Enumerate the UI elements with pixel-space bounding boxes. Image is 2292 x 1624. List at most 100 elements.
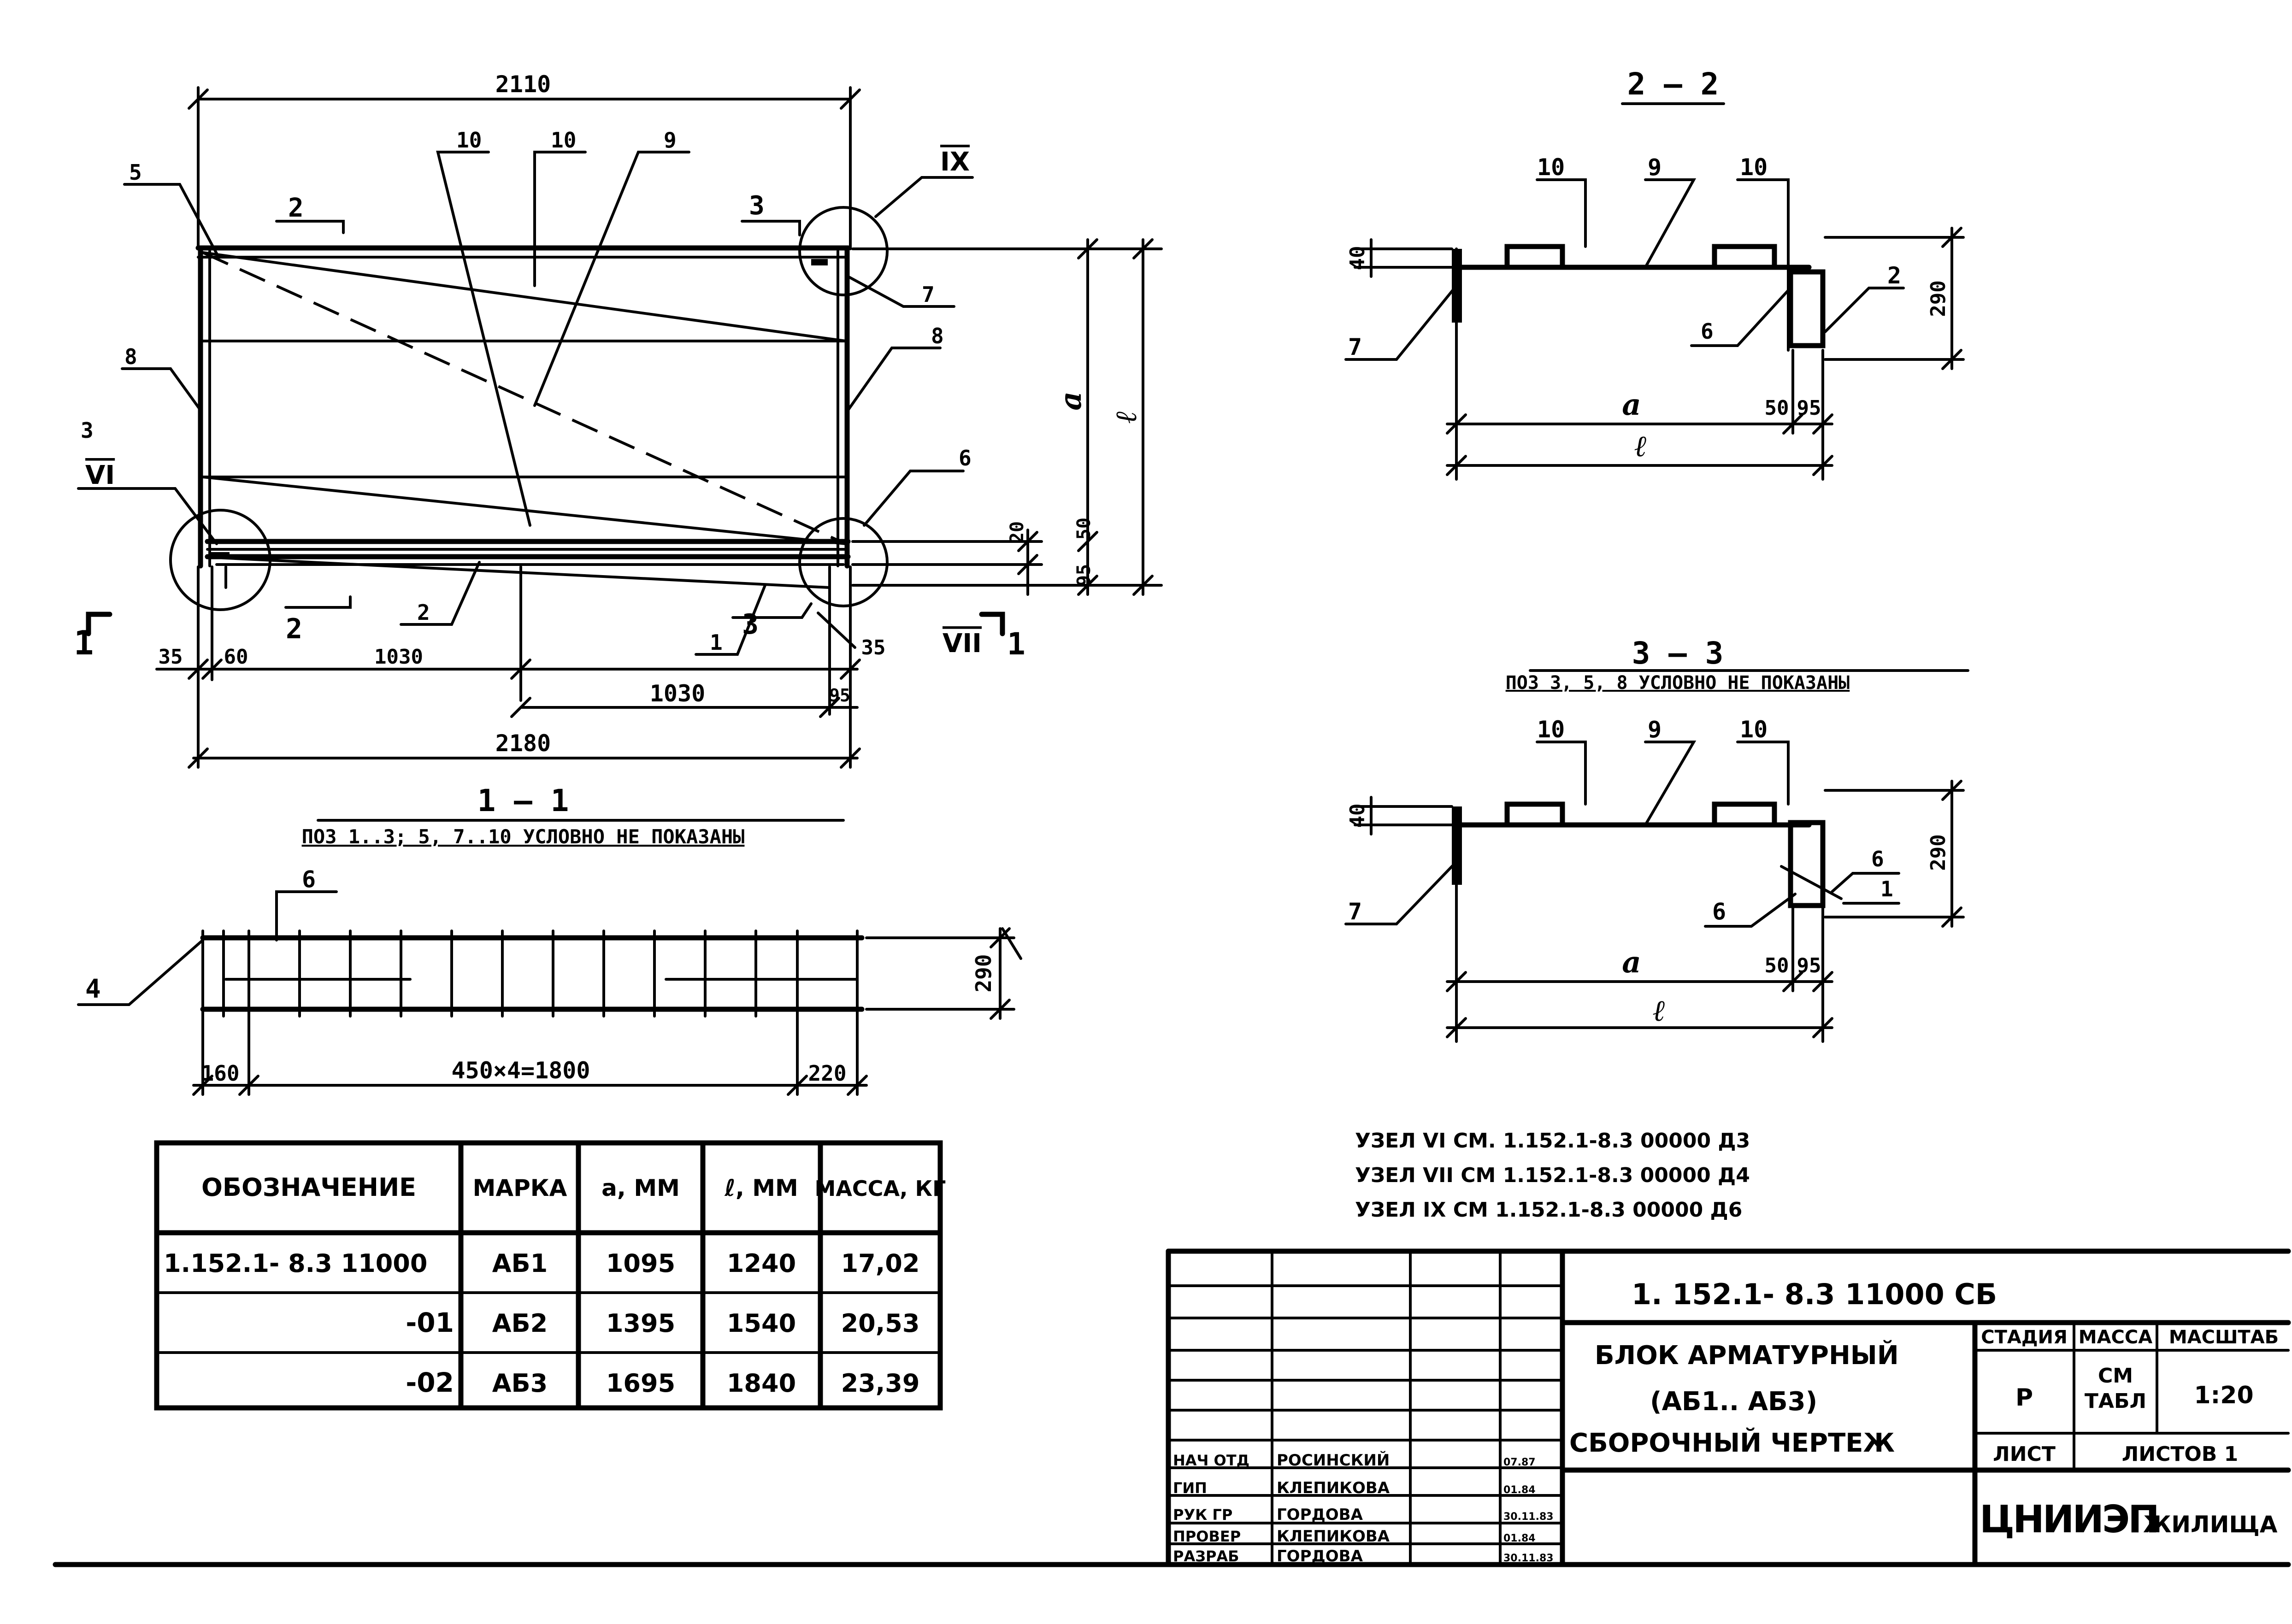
section-3-3-pos-6b: 6	[1712, 898, 1726, 925]
spec-r2-mark: АБ2	[492, 1309, 548, 1338]
dim-35-left: 35	[159, 645, 183, 669]
dim-35-right: 35	[861, 636, 886, 659]
pos-2-top: 2	[288, 193, 304, 223]
section-1-1-dim-160: 160	[201, 1061, 239, 1086]
spec-r3-mark: АБ3	[492, 1369, 548, 1398]
spec-header-l: ℓ, ММ	[724, 1175, 798, 1201]
section-2-2-title: 2 — 2	[1627, 66, 1719, 102]
spec-r2-mass: 20,53	[841, 1309, 920, 1338]
section-3-3-label-l: ℓ	[1653, 994, 1665, 1028]
org-logo: ЦНИИЭП	[1980, 1498, 2158, 1542]
plan-view: 2110 2180 1030 1030 35 60 35 95 20 50 95…	[74, 71, 1163, 769]
section-1-1-note: ПОЗ 1..3; 5, 7..10 УСЛОВНО НЕ ПОКАЗАНЫ	[302, 825, 745, 848]
section-1-1-dim-220: 220	[808, 1061, 846, 1086]
pos-2-bottom: 2	[417, 600, 430, 625]
staff-date: 30.11.83	[1503, 1553, 1554, 1564]
staff-date: 07.87	[1503, 1457, 1536, 1468]
cut-1-left: 1	[74, 624, 94, 662]
pos-10-a: 10	[456, 128, 482, 153]
pos-9: 9	[664, 128, 677, 153]
section-2-2-pos-2: 2	[1887, 262, 1901, 289]
label-l: ℓ	[1109, 411, 1143, 423]
spec-r3-l: 1840	[727, 1369, 796, 1398]
staff-role: РУК ГР	[1173, 1506, 1232, 1524]
node-vi: VI	[85, 460, 115, 490]
stage-value: Р	[2015, 1384, 2033, 1412]
drawing-name-2: (АБ1.. АБ3)	[1650, 1387, 1817, 1417]
staff-date: 01.84	[1503, 1533, 1536, 1544]
org-suffix: ЖИЛИЩА	[2143, 1511, 2278, 1538]
section-3-3-note: ПОЗ 3, 5, 8 УСЛОВНО НЕ ПОКАЗАНЫ	[1506, 672, 1850, 694]
dim-2180: 2180	[495, 730, 551, 757]
section-3-3: 3 — 3 ПОЗ 3, 5, 8 УСЛОВНО НЕ ПОКАЗАНЫ	[1344, 635, 1969, 1043]
section-3-3-pos-9: 9	[1648, 716, 1662, 743]
section-3-3-dim-290: 290	[1927, 834, 1950, 871]
section-2-2-dim-40: 40	[1346, 246, 1369, 271]
staff-role: ПРОВЕР	[1173, 1528, 1241, 1545]
staff-name: КЛЕПИКОВА	[1277, 1479, 1390, 1497]
section-2-2-dim-95: 95	[1797, 396, 1821, 420]
drawing-name-1: БЛОК АРМАТУРНЫЙ	[1595, 1340, 1899, 1371]
section-2-2-pos-9: 9	[1648, 154, 1662, 181]
section-2-2-pos-7: 7	[1348, 334, 1362, 360]
staff-name: КЛЕПИКОВА	[1277, 1527, 1390, 1546]
staff-date: 01.84	[1503, 1484, 1536, 1496]
section-2-2-pos-10a: 10	[1537, 154, 1565, 181]
section-3-3-pos-1: 1	[1880, 877, 1893, 901]
note-1: УЗЕЛ VI СМ. 1.152.1-8.3 00000 Д3	[1355, 1129, 1750, 1153]
scale-value: 1:20	[2194, 1382, 2253, 1409]
note-2: УЗЕЛ VII СМ 1.152.1-8.3 00000 Д4	[1355, 1164, 1750, 1187]
section-1-1-pos-4: 4	[85, 974, 101, 1004]
spec-r1-mark: АБ1	[492, 1249, 548, 1278]
dim-60: 60	[224, 645, 248, 669]
cut-1-right: 1	[1007, 626, 1025, 662]
section-3-3-dim-40: 40	[1346, 804, 1369, 828]
section-2-2-label-a: a	[1622, 388, 1641, 422]
stage-header: СТАДИЯ	[1981, 1327, 2068, 1348]
dim-1030-left: 1030	[374, 645, 423, 669]
section-2-2-pos-10b: 10	[1740, 154, 1768, 181]
mass-header: МАССА	[2079, 1327, 2152, 1348]
dim-20: 20	[1007, 521, 1028, 543]
spec-r1-a: 1095	[606, 1249, 675, 1278]
section-3-3-pos-7: 7	[1348, 898, 1362, 925]
section-1-1-dim-290: 290	[971, 954, 996, 992]
mass-value-1: СМ	[2098, 1364, 2133, 1388]
label-a: a	[1054, 391, 1088, 410]
spec-header-designation: ОБОЗНАЧЕНИЕ	[201, 1173, 416, 1202]
staff-name: ГОРДОВА	[1277, 1506, 1363, 1524]
cut-2-bottom: 2	[286, 613, 302, 645]
section-3-3-dim-95: 95	[1797, 954, 1821, 977]
pos-5: 5	[129, 160, 142, 185]
pos-7: 7	[922, 282, 935, 307]
dim-50: 50	[1073, 518, 1095, 540]
mass-value-2: ТАБЛ	[2085, 1389, 2146, 1413]
section-2-2-label-l: ℓ	[1634, 429, 1647, 464]
section-1-1-pos-6: 6	[302, 866, 316, 893]
cut-3-bottom: 3	[742, 608, 759, 641]
spec-r2-l: 1540	[727, 1309, 796, 1338]
section-1-1: 1 — 1 ПОЗ 1..3; 5, 7..10 УСЛОВНО НЕ ПОКА…	[77, 783, 1022, 1096]
staff-name: ГОРДОВА	[1277, 1547, 1363, 1565]
node-vii: VII	[943, 629, 982, 659]
section-2-2-dim-50: 50	[1765, 396, 1789, 420]
title-block: 1. 152.1- 8.3 11000 СБ БЛОК АРМАТУРНЫЙ (…	[53, 1248, 2291, 1567]
section-3-3-pos-10b: 10	[1740, 716, 1768, 743]
section-2-2-pos-6: 6	[1701, 319, 1714, 344]
drawing-name-3: СБОРОЧНЫЙ ЧЕРТЕЖ	[1569, 1428, 1895, 1458]
note-3: УЗЕЛ IX СМ 1.152.1-8.3 00000 Д6	[1355, 1198, 1742, 1222]
spec-r2-designation: -01	[406, 1307, 454, 1338]
spec-header-mark: МАРКА	[473, 1175, 567, 1201]
pos-6: 6	[959, 446, 972, 471]
spec-header-a: a, ММ	[601, 1175, 680, 1201]
spec-header-mass: МАССА, КГ	[815, 1176, 946, 1201]
dim-95-right: 95	[1073, 564, 1095, 586]
sheets-label: ЛИСТОВ 1	[2122, 1442, 2239, 1466]
staff-role: НАЧ ОТД	[1173, 1452, 1249, 1469]
staff-role: РАЗРАБ	[1173, 1548, 1239, 1565]
section-3-3-label-a: a	[1622, 945, 1641, 980]
doc-code: 1. 152.1- 8.3 11000 СБ	[1632, 1277, 1997, 1311]
dim-1030-right: 1030	[650, 680, 705, 707]
spec-r1-mass: 17,02	[841, 1249, 920, 1278]
